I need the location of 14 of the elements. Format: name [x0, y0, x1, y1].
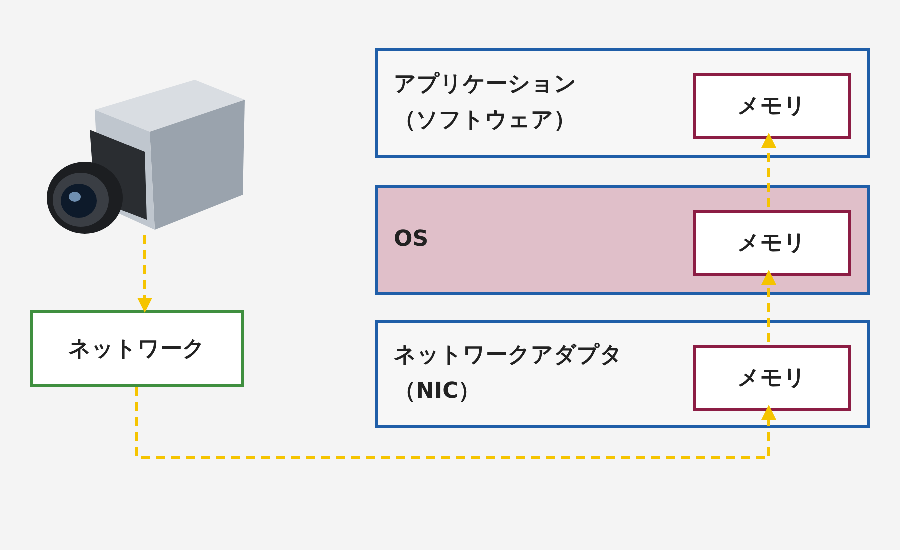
- network-box: ネットワーク: [30, 310, 244, 387]
- layer-label: アプリケーション（ソフトウェア）: [394, 71, 578, 135]
- memory-box: メモリ: [693, 73, 851, 139]
- layer-box: [375, 48, 870, 158]
- layer-label: OS: [394, 226, 430, 254]
- arrow: [136, 387, 776, 460]
- layer-band: [375, 185, 870, 295]
- arrow: [762, 270, 776, 342]
- layer-label: ネットワークアダプタ（NIC）: [394, 342, 624, 406]
- layer-box: [375, 320, 870, 428]
- arrow: [762, 133, 776, 207]
- memory-box: メモリ: [693, 345, 851, 411]
- arrow: [138, 235, 152, 313]
- memory-box: メモリ: [693, 210, 851, 276]
